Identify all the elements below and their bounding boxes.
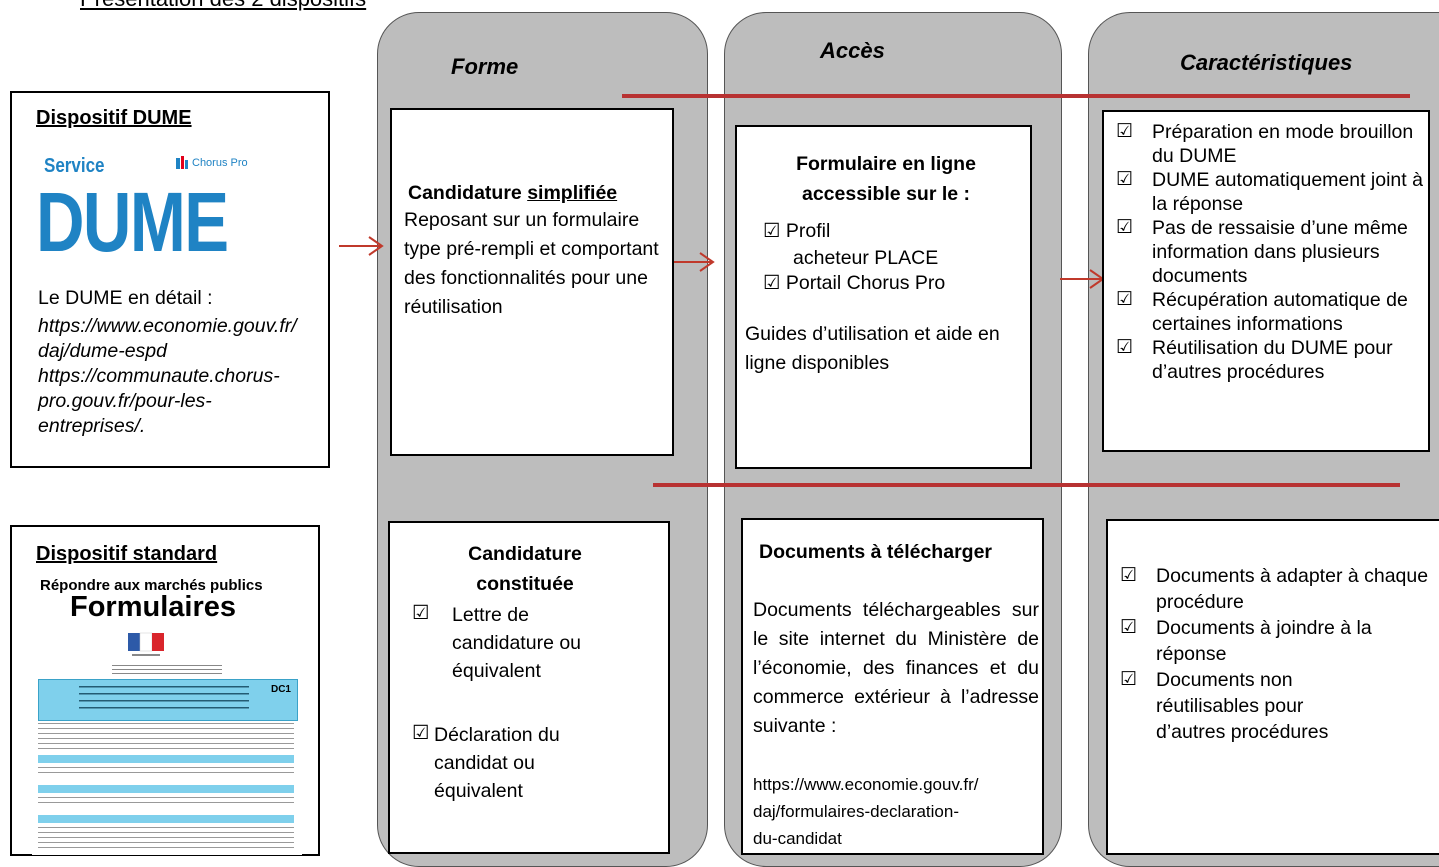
thumbnail-body-text — [38, 723, 294, 751]
checkbox-icon: ☑ — [763, 272, 781, 294]
standard-panel: Dispositif standard Répondre aux marchés… — [10, 525, 320, 856]
checkbox-icon: ☑ — [763, 220, 781, 242]
dume-panel-title: Dispositif DUME — [36, 107, 192, 129]
standard-panel-title: Dispositif standard — [36, 543, 218, 565]
dume-acces-item-1b: acheteur PLACE — [793, 247, 939, 269]
formulaires-thumbnail: Répondre aux marchés publics Formulaires… — [32, 571, 302, 855]
thumbnail-section-bar — [38, 755, 294, 763]
dume-acces-item-1a: Profil — [785, 220, 831, 242]
dume-acces-body: Guides d’utilisation et aide en ligne di… — [745, 323, 1000, 374]
std-acces-url-1[interactable]: https://www.economie.gouv.fr/ — [753, 775, 979, 794]
thumbnail-section-bar — [38, 815, 294, 823]
std-forme-item-2-text: Déclaration du candidat ou équivalent — [434, 724, 560, 802]
dume-forme-title: Candidature simplifiée — [408, 181, 617, 205]
std-acces-url-3[interactable]: du-candidat — [753, 829, 842, 848]
checkbox-icon: ☑ — [1120, 669, 1138, 690]
checkbox-icon: ☑ — [1116, 337, 1134, 358]
std-acces-box: Documents à télécharger Documents téléch… — [741, 518, 1044, 855]
std-carac-item: ☑ Documents à adapter à chaque procédure — [1120, 563, 1430, 615]
dume-acces-title: Formulaire en ligne accessible sur le : — [796, 153, 976, 205]
checkbox-icon: ☑ — [412, 722, 430, 744]
thumbnail-form-code: DC1 — [270, 684, 291, 695]
chorus-pro-label: Chorus Pro — [192, 157, 248, 169]
checkbox-icon: ☑ — [1116, 121, 1134, 142]
dume-carac-item: ☑ Récupération automatique de certaines i… — [1116, 288, 1426, 336]
std-forme-item-1-text: Lettre de candidature ou équivalent — [452, 604, 582, 682]
arrow-right-icon — [670, 252, 715, 272]
marianne-logo-icon — [128, 632, 164, 656]
dume-panel: Dispositif DUME Service Chorus Pro DUME … — [10, 91, 330, 468]
column-title-forme: Forme — [451, 54, 519, 79]
dume-detail-intro: Le DUME en détail : — [38, 287, 213, 309]
checkbox-icon: ☑ — [412, 602, 430, 624]
dume-logo-text: DUME — [36, 175, 229, 269]
std-carac-item-text: Documents à joindre à la réponse — [1156, 617, 1372, 665]
dume-carac-list: ☑ Préparation en mode brouillon du DUME ☑… — [1116, 120, 1426, 384]
dume-acces-box: Formulaire en ligne accessible sur le : … — [735, 125, 1032, 469]
checkbox-icon: ☑ — [1120, 565, 1138, 586]
dume-acces-item-2: Portail Chorus Pro — [785, 272, 946, 294]
dume-forme-title-emphasis: simplifiée — [527, 182, 618, 204]
dume-link-chorus-1[interactable]: https://communaute.chorus- — [38, 365, 280, 387]
std-forme-title: Candidature constituée — [468, 543, 582, 595]
dume-acces-item-chorus: ☑ Portail Chorus Pro — [763, 271, 945, 295]
dume-carac-box: ☑ Préparation en mode brouillon du DUME ☑… — [1102, 110, 1430, 452]
red-divider-middle — [653, 483, 1400, 487]
red-divider-top — [622, 94, 1410, 98]
std-forme-box: Candidature constituée ☑ Lettre de candi… — [388, 521, 670, 854]
thumbnail-form-header-lines — [79, 686, 249, 714]
dume-forme-body: Reposant sur un formulaire type pré-remp… — [404, 209, 659, 318]
dume-forme-box: Candidature simplifiée Reposant sur un f… — [390, 108, 674, 456]
dume-carac-item: ☑ DUME automatiquement joint à la réponse — [1116, 168, 1426, 216]
dume-carac-item: ☑ Pas de ressaisie d’une même information… — [1116, 216, 1426, 288]
arrow-right-icon — [339, 236, 384, 256]
arrow-right-icon — [1060, 269, 1105, 289]
thumbnail-small-caption — [112, 665, 222, 675]
thumbnail-section-text — [38, 827, 294, 851]
checkbox-icon: ☑ — [1116, 169, 1134, 190]
checkbox-icon: ☑ — [1116, 217, 1134, 238]
std-acces-url-2[interactable]: daj/formulaires-declaration- — [753, 802, 959, 821]
chorus-pro-logo: Chorus Pro — [174, 155, 248, 171]
std-forme-item-1: ☑ Lettre de candidature ou équivalent — [412, 601, 622, 685]
column-title-caracteristiques: Caractéristiques — [1180, 50, 1353, 75]
std-carac-box: ☑Documents à adapter à chaque procédure … — [1106, 519, 1439, 855]
dume-link-economie-2[interactable]: daj/dume-espd — [38, 340, 167, 362]
dume-logo-service: Service — [44, 155, 105, 177]
dume-link-economie-1[interactable]: https://www.economie.gouv.fr/ — [38, 315, 297, 337]
thumbnail-line-2: Formulaires — [70, 591, 236, 623]
dume-carac-item-text: DUME automatiquement joint à la réponse — [1152, 169, 1423, 215]
thumbnail-section-bar — [38, 785, 294, 793]
dume-carac-item: ☑ Préparation en mode brouillon du DUME — [1116, 120, 1426, 168]
dume-carac-item-text: Récupération automatique de certaines in… — [1152, 289, 1408, 335]
thumbnail-section-text — [38, 797, 294, 807]
std-carac-item: ☑ Documents non réutilisables pour d’autr… — [1120, 667, 1430, 745]
dume-link-chorus-3[interactable]: entreprises/. — [38, 415, 146, 437]
dume-link-chorus-2[interactable]: pro.gouv.fr/pour-les- — [38, 390, 212, 412]
thumbnail-form-header: DC1 — [38, 679, 298, 721]
page-heading: Présentation des 2 dispositifs — [80, 0, 366, 12]
thumbnail-section-text — [38, 767, 294, 777]
std-carac-item-text: Documents non réutilisables pour d’autre… — [1156, 669, 1329, 743]
dume-carac-item-text: Préparation en mode brouillon du DUME — [1152, 121, 1414, 167]
thumbnail-line-1: Répondre aux marchés publics — [40, 577, 263, 594]
std-forme-item-2: ☑ Déclaration du candidat ou équivalent — [412, 721, 614, 805]
std-carac-item: ☑ Documents à joindre à la réponse — [1120, 615, 1430, 667]
dume-carac-item: ☑ Réutilisation du DUME pour d’autres pro… — [1116, 336, 1426, 384]
dume-carac-item-text: Pas de ressaisie d’une même information … — [1152, 217, 1408, 287]
std-carac-list: ☑Documents à adapter à chaque procédure … — [1120, 563, 1430, 745]
std-carac-item-text: Documents à adapter à chaque procédure — [1156, 565, 1429, 613]
dume-forme-title-text: Candidature — [408, 182, 528, 204]
dume-carac-item-text: Réutilisation du DUME pour d’autres proc… — [1152, 337, 1393, 383]
dume-acces-item-profil: ☑ Profil — [763, 219, 830, 243]
std-acces-body: Documents téléchargeables sur le site in… — [753, 599, 1039, 737]
column-title-acces: Accès — [820, 38, 885, 63]
checkbox-icon: ☑ — [1120, 617, 1138, 638]
checkbox-icon: ☑ — [1116, 289, 1134, 310]
chorus-pro-icon — [176, 156, 188, 169]
std-acces-title: Documents à télécharger — [759, 541, 993, 563]
